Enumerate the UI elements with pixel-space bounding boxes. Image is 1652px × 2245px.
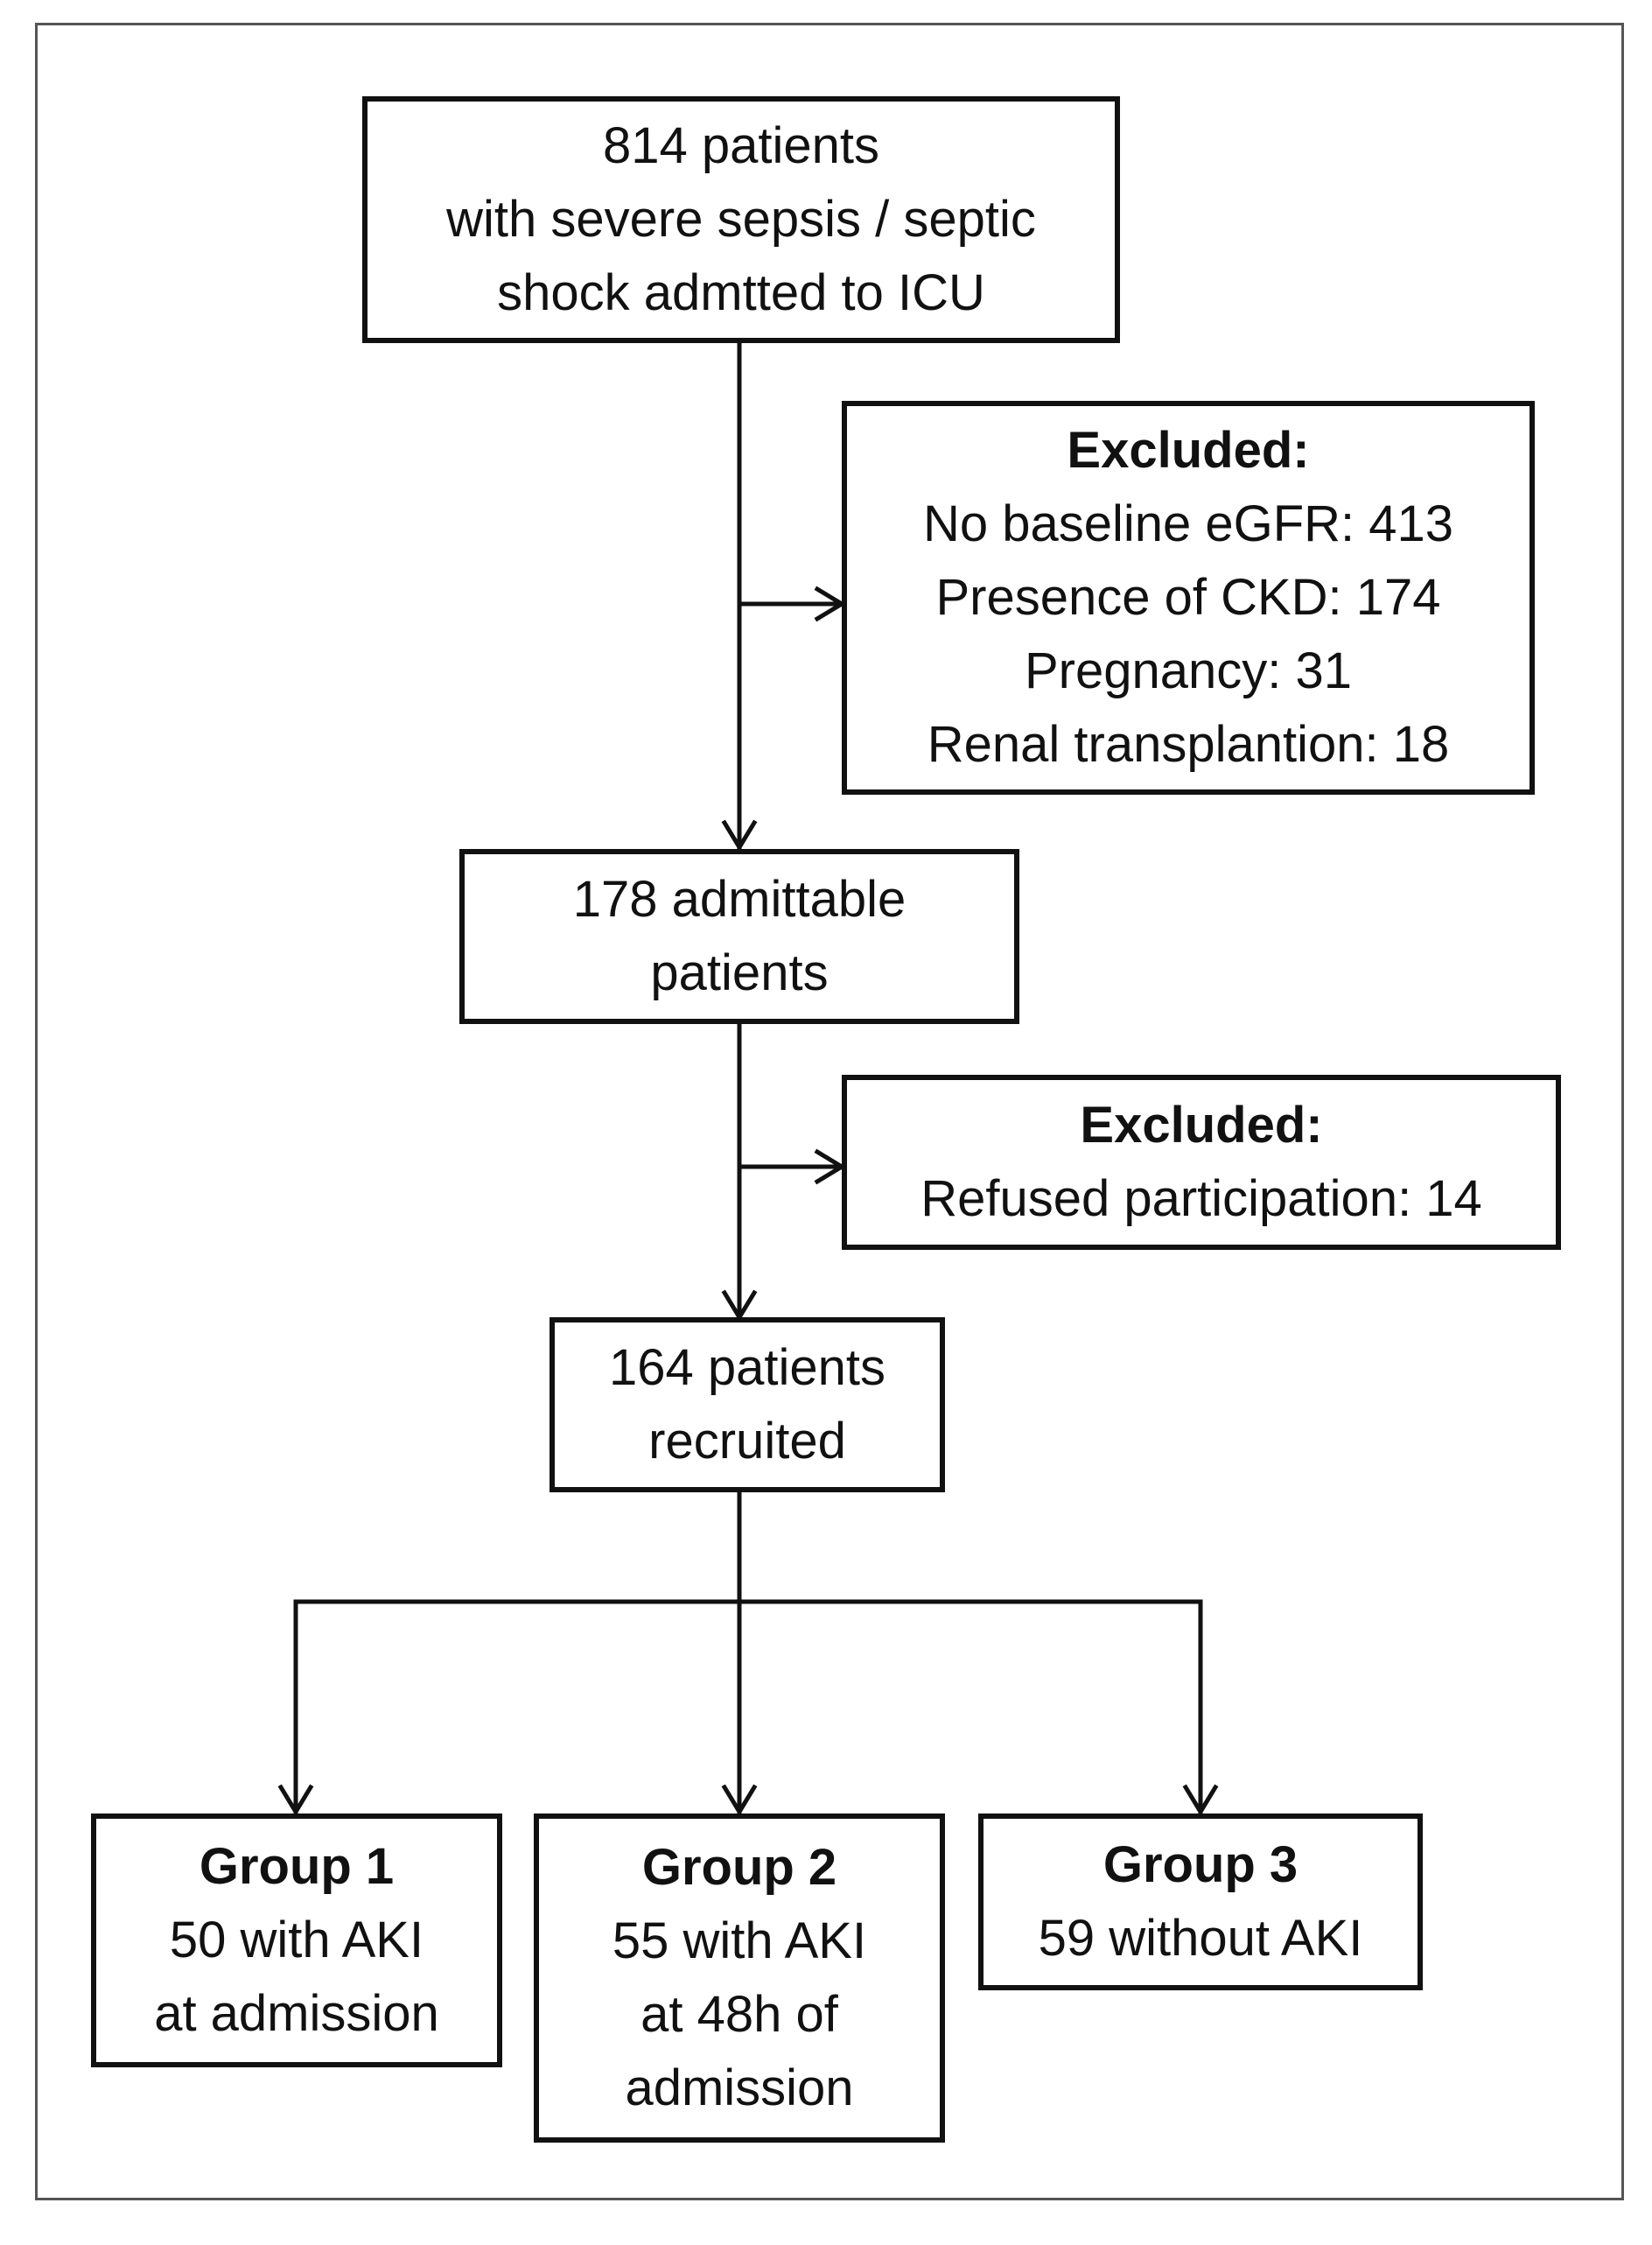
- box-group-2: Group 2 55 with AKI at 48h of admission: [534, 1814, 945, 2143]
- box-initial-line-2: with severe sepsis / septic: [446, 191, 1036, 248]
- box-group-1-line-2: at admission: [154, 1985, 439, 2042]
- box-recruited-line-1: 164 patients: [608, 1339, 886, 1396]
- box-group-2-heading: Group 2: [641, 1839, 837, 1896]
- box-excluded-second-heading: Excluded:: [1080, 1097, 1323, 1154]
- box-group-2-line-2: at 48h of: [640, 1986, 838, 2043]
- box-group-1-heading: Group 1: [199, 1838, 395, 1895]
- box-excluded-first-line-4: Renal transplantion: 18: [927, 716, 1450, 773]
- box-excluded-second: Excluded: Refused participation: 14: [842, 1075, 1561, 1250]
- box-group-2-line-1: 55 with AKI: [612, 1912, 867, 1969]
- arrowhead-group2: [721, 1784, 758, 1816]
- arrowhead-admittable: [721, 819, 758, 852]
- box-group-1-line-1: 50 with AKI: [169, 1912, 424, 1968]
- box-group-3-line-1: 59 without AKI: [1038, 1910, 1363, 1967]
- box-group-3: Group 3 59 without AKI: [978, 1814, 1423, 1990]
- box-excluded-first-heading: Excluded:: [1067, 422, 1310, 479]
- box-group-2-line-3: admission: [625, 2059, 854, 2116]
- box-initial-line-3: shock admtted to ICU: [497, 264, 985, 321]
- box-initial-line-1: 814 patients: [602, 117, 880, 174]
- box-group-3-heading: Group 3: [1102, 1836, 1298, 1893]
- box-initial-patients: 814 patients with severe sepsis / septic…: [362, 96, 1120, 343]
- arrowhead-group1: [277, 1784, 314, 1816]
- box-excluded-first-line-2: Presence of CKD: 174: [935, 569, 1441, 626]
- box-admittable-patients: 178 admittable patients: [459, 849, 1019, 1024]
- box-excluded-first: Excluded: No baseline eGFR: 413 Presence…: [842, 401, 1535, 795]
- box-admittable-line-1: 178 admittable: [572, 871, 906, 928]
- arrowhead-group3: [1182, 1784, 1219, 1816]
- box-excluded-first-line-3: Pregnancy: 31: [1024, 642, 1353, 699]
- box-group-1: Group 1 50 with AKI at admission: [91, 1814, 502, 2067]
- box-admittable-line-2: patients: [650, 944, 829, 1001]
- box-recruited-patients: 164 patients recruited: [550, 1317, 945, 1492]
- figure-frame: [35, 23, 1624, 2200]
- box-excluded-second-line-1: Refused participation: 14: [920, 1170, 1482, 1227]
- box-excluded-first-line-1: No baseline eGFR: 413: [922, 495, 1454, 552]
- box-recruited-line-2: recruited: [648, 1413, 846, 1470]
